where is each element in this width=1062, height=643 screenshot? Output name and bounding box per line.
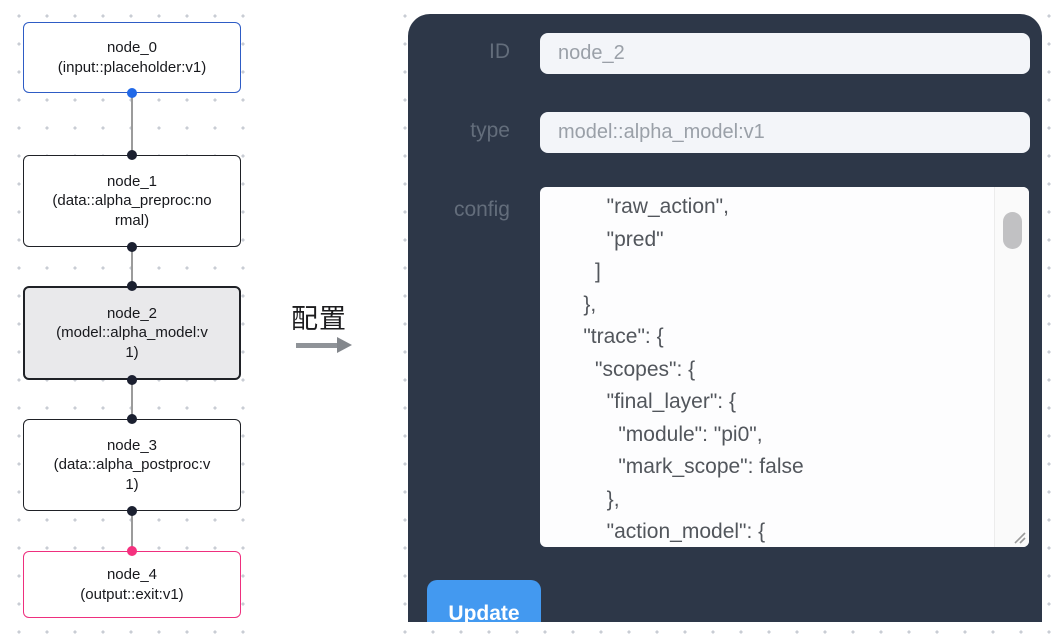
right-arrow-head-icon bbox=[337, 337, 352, 353]
type-field-label: type bbox=[470, 119, 510, 142]
edge-node2-node3 bbox=[131, 380, 133, 419]
output-port-dot-node3[interactable] bbox=[127, 506, 137, 516]
graph-node-node3[interactable]: node_3 (data::alpha_postproc:v1) bbox=[23, 419, 241, 511]
textarea-resize-handle-icon[interactable] bbox=[1012, 530, 1026, 544]
edge-node3-node4 bbox=[131, 511, 133, 551]
config-field-label: config bbox=[453, 198, 510, 221]
input-port-dot-node4[interactable] bbox=[127, 546, 137, 556]
node-title: node_4 bbox=[106, 566, 158, 583]
input-port-dot-node1[interactable] bbox=[127, 150, 137, 160]
update-button[interactable]: Update bbox=[427, 580, 541, 622]
config-scrollbar-track[interactable] bbox=[994, 187, 1029, 547]
graph-node-node4[interactable]: node_4 (output::exit:v1) bbox=[23, 551, 241, 618]
edge-node0-node1 bbox=[131, 93, 133, 155]
config-textarea[interactable]: "raw_action", "pred" ] }, "trace": { "sc… bbox=[540, 187, 994, 547]
node-inspector-panel: ID type config "raw_action", "pred" ] },… bbox=[408, 14, 1042, 622]
edge-node1-node2 bbox=[131, 247, 133, 286]
node-type-label: (model::alpha_model:v1) bbox=[56, 324, 208, 361]
output-port-dot-node2[interactable] bbox=[127, 375, 137, 385]
id-input[interactable] bbox=[540, 33, 1030, 74]
node-title: node_2 bbox=[106, 304, 158, 322]
node-type-label: (data::alpha_preproc:normal) bbox=[52, 192, 212, 229]
config-scrollbar-thumb[interactable] bbox=[1003, 212, 1022, 249]
graph-node-node0[interactable]: node_0 (input::placeholder:v1) bbox=[23, 22, 241, 93]
input-port-dot-node3[interactable] bbox=[127, 414, 137, 424]
type-input[interactable] bbox=[540, 112, 1030, 153]
id-field-label: ID bbox=[489, 40, 510, 63]
output-port-dot-node0[interactable] bbox=[127, 88, 137, 98]
node-type-label: (data::alpha_postproc:v1) bbox=[53, 456, 211, 493]
node-type-label: (input::placeholder:v1) bbox=[57, 58, 207, 76]
graph-node-node1[interactable]: node_1 (data::alpha_preproc:normal) bbox=[23, 155, 241, 247]
node-title: node_3 bbox=[106, 436, 158, 454]
graph-node-node2-selected[interactable]: node_2 (model::alpha_model:v1) bbox=[23, 286, 241, 380]
configure-annotation-label: 配置 bbox=[291, 304, 347, 334]
node-title: node_0 bbox=[106, 39, 158, 56]
config-editor: "raw_action", "pred" ] }, "trace": { "sc… bbox=[540, 187, 1029, 547]
output-port-dot-node1[interactable] bbox=[127, 242, 137, 252]
node-type-label: (output::exit:v1) bbox=[80, 585, 184, 603]
node-title: node_1 bbox=[106, 172, 158, 190]
input-port-dot-node2[interactable] bbox=[127, 281, 137, 291]
right-arrow-icon bbox=[296, 343, 338, 348]
